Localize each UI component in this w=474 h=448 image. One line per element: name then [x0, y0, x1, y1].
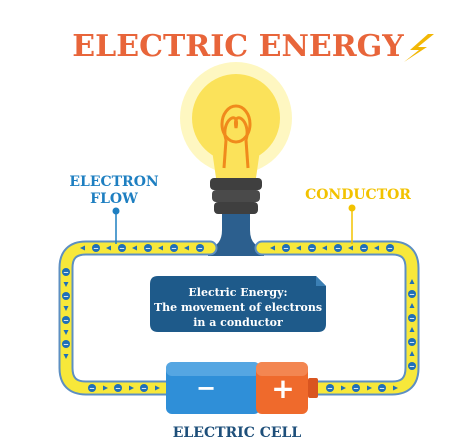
electron-flow-line2: FLOW — [90, 191, 138, 207]
electron-icon — [62, 292, 70, 300]
electron-icon — [352, 384, 360, 392]
electron-charge-symbol: − — [197, 245, 203, 253]
electron-charge-symbol: − — [335, 245, 341, 253]
arrow-icon — [322, 245, 327, 251]
callout-line2: The movement of electrons — [154, 301, 322, 314]
electron-flow-line1: ELECTRON — [69, 174, 159, 190]
electron-charge-symbol: − — [63, 317, 69, 325]
callout-line1: Electric Energy: — [188, 286, 287, 299]
electron-icon — [378, 384, 386, 392]
electron-charge-symbol: − — [141, 385, 147, 393]
negative-symbol: − — [196, 374, 216, 402]
electric-cell-label: ELECTRIC CELL — [173, 425, 302, 441]
electron-icon — [408, 314, 416, 322]
callout-line3: in a conductor — [193, 316, 283, 329]
electron-icon — [326, 384, 334, 392]
electron-icon — [118, 244, 126, 252]
electron-charge-symbol: − — [171, 245, 177, 253]
electron-icon — [408, 362, 416, 370]
electron-icon — [62, 268, 70, 276]
arrow-icon — [63, 306, 69, 311]
electron-charge-symbol: − — [409, 363, 415, 371]
electron-icon — [408, 290, 416, 298]
arrow-icon — [409, 279, 415, 284]
light-bulb-icon — [180, 62, 292, 256]
arrow-icon — [63, 354, 69, 359]
electron-flow-label: ELECTRON FLOW — [69, 174, 159, 244]
arrow-icon — [184, 245, 189, 251]
conductor-text: CONDUCTOR — [305, 187, 411, 203]
electron-icon — [170, 244, 178, 252]
bulb-base — [208, 214, 264, 256]
electron-icon — [408, 338, 416, 346]
arrow-icon — [63, 282, 69, 287]
electron-charge-symbol: − — [379, 385, 385, 393]
electron-charge-symbol: − — [63, 269, 69, 277]
arrow-icon — [409, 327, 415, 332]
arrow-icon — [374, 245, 379, 251]
electron-charge-symbol: − — [353, 385, 359, 393]
electron-charge-symbol: − — [309, 245, 315, 253]
electron-charge-symbol: − — [63, 341, 69, 349]
electron-charge-symbol: − — [409, 315, 415, 323]
electron-charge-symbol: − — [93, 245, 99, 253]
electron-charge-symbol: − — [283, 245, 289, 253]
electron-icon — [88, 384, 96, 392]
lightning-bolt-icon — [404, 34, 434, 62]
arrow-icon — [341, 385, 346, 391]
definition-callout: Electric Energy: The movement of electro… — [150, 276, 326, 332]
arrow-icon — [158, 245, 163, 251]
callout-box — [150, 276, 326, 332]
diagram-title: ELECTRIC ENERGY — [72, 29, 404, 64]
electron-icon — [334, 244, 342, 252]
electron-charge-symbol: − — [89, 385, 95, 393]
arrow-icon — [270, 245, 275, 251]
positive-symbol: + — [271, 372, 294, 405]
electron-icon — [308, 244, 316, 252]
arrow-icon — [132, 245, 137, 251]
electron-icon — [196, 244, 204, 252]
electron-icon — [62, 316, 70, 324]
electron-charge-symbol: − — [119, 245, 125, 253]
socket-ring — [210, 178, 262, 190]
arrow-icon — [367, 385, 372, 391]
battery-terminal — [308, 378, 318, 398]
electron-charge-symbol: − — [145, 245, 151, 253]
electron-icon — [386, 244, 394, 252]
electron-icon — [140, 384, 148, 392]
arrow-icon — [103, 385, 108, 391]
electron-icon — [92, 244, 100, 252]
arrow-icon — [63, 330, 69, 335]
electron-charge-symbol: − — [387, 245, 393, 253]
arrow-icon — [80, 245, 85, 251]
battery-icon: − + — [166, 362, 318, 414]
arrow-icon — [393, 385, 398, 391]
electron-icon — [62, 340, 70, 348]
electron-charge-symbol: − — [409, 339, 415, 347]
electron-icon — [282, 244, 290, 252]
arrow-icon — [129, 385, 134, 391]
filament — [223, 116, 249, 141]
electron-charge-symbol: − — [115, 385, 121, 393]
arrow-icon — [155, 385, 160, 391]
arrow-icon — [296, 245, 301, 251]
electron-charge-symbol: − — [361, 245, 367, 253]
arrow-icon — [106, 245, 111, 251]
electron-icon — [114, 384, 122, 392]
conductor-label: CONDUCTOR — [305, 187, 411, 244]
arrow-icon — [409, 351, 415, 356]
electron-charge-symbol: − — [63, 293, 69, 301]
arrow-icon — [409, 303, 415, 308]
electron-icon — [360, 244, 368, 252]
arrow-icon — [348, 245, 353, 251]
electron-icon — [144, 244, 152, 252]
electron-charge-symbol: − — [327, 385, 333, 393]
electron-charge-symbol: − — [409, 291, 415, 299]
electrons-group: − − − − − − − − − − − − − − − − − − − − − − − − — [62, 244, 416, 393]
